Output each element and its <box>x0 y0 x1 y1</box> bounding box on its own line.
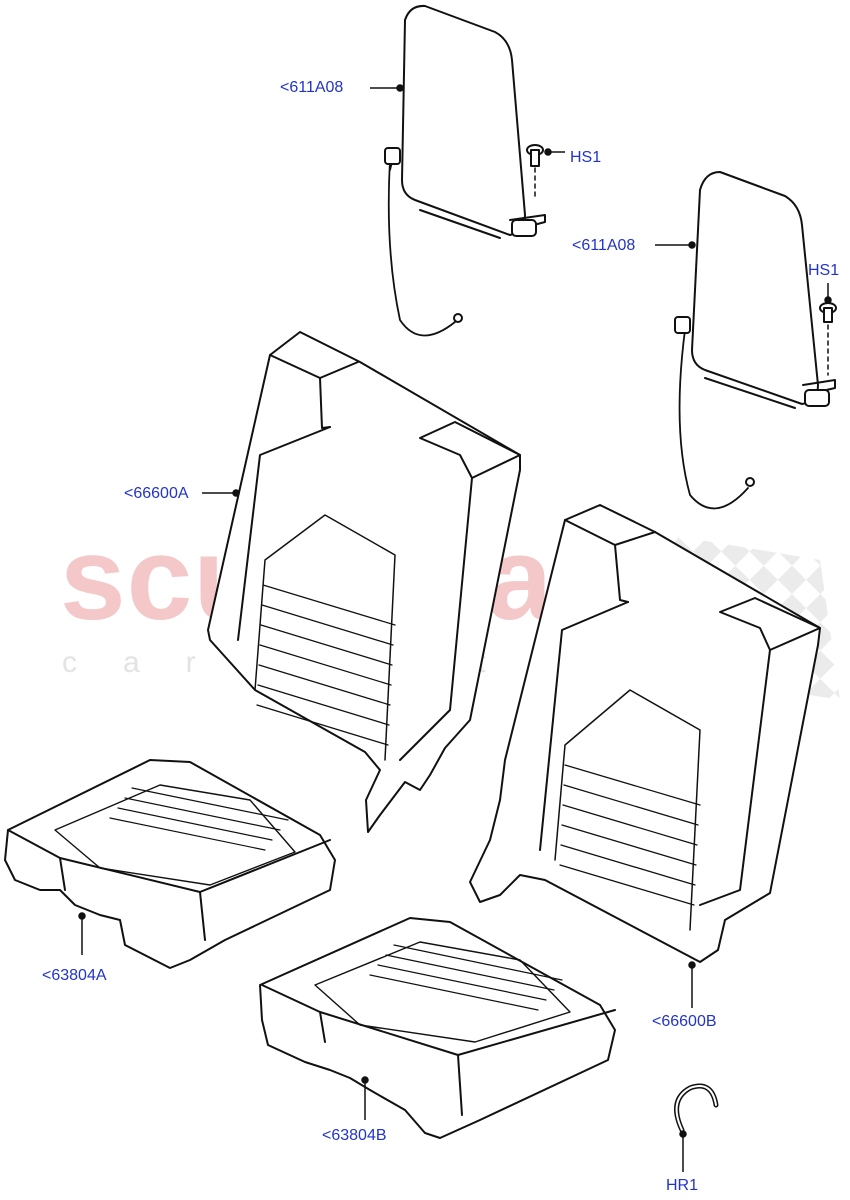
leader-dot <box>78 912 86 920</box>
callout-headrest-left[interactable]: <611A08 <box>280 79 344 96</box>
callout-cushion-right[interactable]: <63804B <box>322 1127 387 1144</box>
cushion-right <box>259 917 616 1139</box>
leader-dot <box>361 1076 369 1084</box>
leader-dot <box>824 296 832 304</box>
callout-screw-left[interactable]: HS1 <box>570 149 602 166</box>
leader-dot <box>396 84 404 92</box>
callout-screw-right[interactable]: HS1 <box>808 262 840 279</box>
backrest-left <box>207 331 521 833</box>
headrest-left <box>384 4 546 337</box>
leader-dot <box>679 1130 687 1138</box>
leader-dot <box>544 148 552 156</box>
callout-headrest-right[interactable]: <611A08 <box>572 237 636 254</box>
screw-right <box>819 302 837 376</box>
leader-dot <box>232 489 240 497</box>
cushion-left <box>4 759 336 969</box>
backrest-right <box>469 504 821 963</box>
callout-backrest-right[interactable]: <66600B <box>652 1013 717 1030</box>
callout-cushion-left[interactable]: <63804A <box>42 967 107 984</box>
headrest-right <box>674 171 836 510</box>
ring-hr1 <box>674 1083 719 1133</box>
callout-ring[interactable]: HR1 <box>666 1177 699 1194</box>
leader-dot <box>688 961 696 969</box>
screw-left <box>526 144 544 199</box>
callout-backrest-left[interactable]: <66600A <box>124 485 189 502</box>
leader-dot <box>688 241 696 249</box>
